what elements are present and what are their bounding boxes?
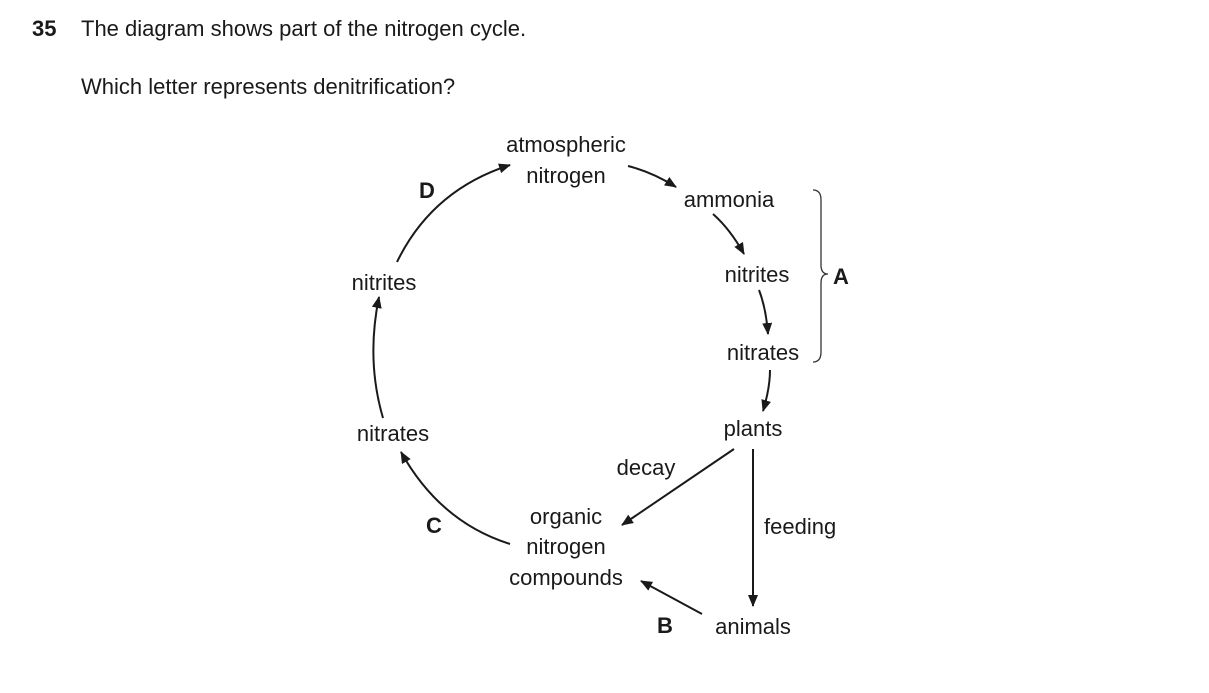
letter-a: A bbox=[833, 264, 849, 289]
organic-nitrogen-compounds-label-line2: nitrogen bbox=[526, 534, 606, 559]
letter-d: D bbox=[419, 178, 435, 203]
letter-c: C bbox=[426, 513, 442, 538]
arrow-nitrates-to-plants bbox=[761, 369, 771, 412]
arrow-nitrates-to-nitrites-left bbox=[371, 296, 384, 419]
nitrites-left-label: nitrites bbox=[352, 270, 417, 295]
arrow-decay bbox=[621, 448, 735, 526]
arrow-d bbox=[396, 163, 511, 263]
feeding-label: feeding bbox=[764, 514, 836, 539]
arrow-c bbox=[400, 451, 511, 545]
letter-b: B bbox=[657, 613, 673, 638]
ammonia-label: ammonia bbox=[684, 187, 775, 212]
nitrates-left-label: nitrates bbox=[357, 421, 429, 446]
arrow-b bbox=[640, 580, 703, 615]
arrow-ammonia-to-nitrites bbox=[712, 213, 745, 255]
question-prompt: Which letter represents denitrification? bbox=[81, 74, 456, 99]
brace-a bbox=[812, 189, 829, 363]
organic-nitrogen-compounds-label-line3: compounds bbox=[509, 565, 623, 590]
animals-label: animals bbox=[715, 614, 791, 639]
arrow-nitrites-to-nitrates bbox=[758, 289, 773, 335]
atmospheric-nitrogen-label-line1: atmospheric bbox=[506, 132, 626, 157]
nitrates-right-label: nitrates bbox=[727, 340, 799, 365]
question-number: 35 bbox=[32, 16, 57, 41]
nitrites-right-label: nitrites bbox=[725, 262, 790, 287]
organic-nitrogen-compounds-label-line1: organic bbox=[530, 504, 602, 529]
decay-label: decay bbox=[617, 455, 676, 480]
arrow-nitrogen-to-ammonia bbox=[627, 165, 677, 188]
plants-label: plants bbox=[724, 416, 783, 441]
atmospheric-nitrogen-label-line2: nitrogen bbox=[526, 163, 606, 188]
question-text: The diagram shows part of the nitrogen c… bbox=[81, 16, 527, 41]
